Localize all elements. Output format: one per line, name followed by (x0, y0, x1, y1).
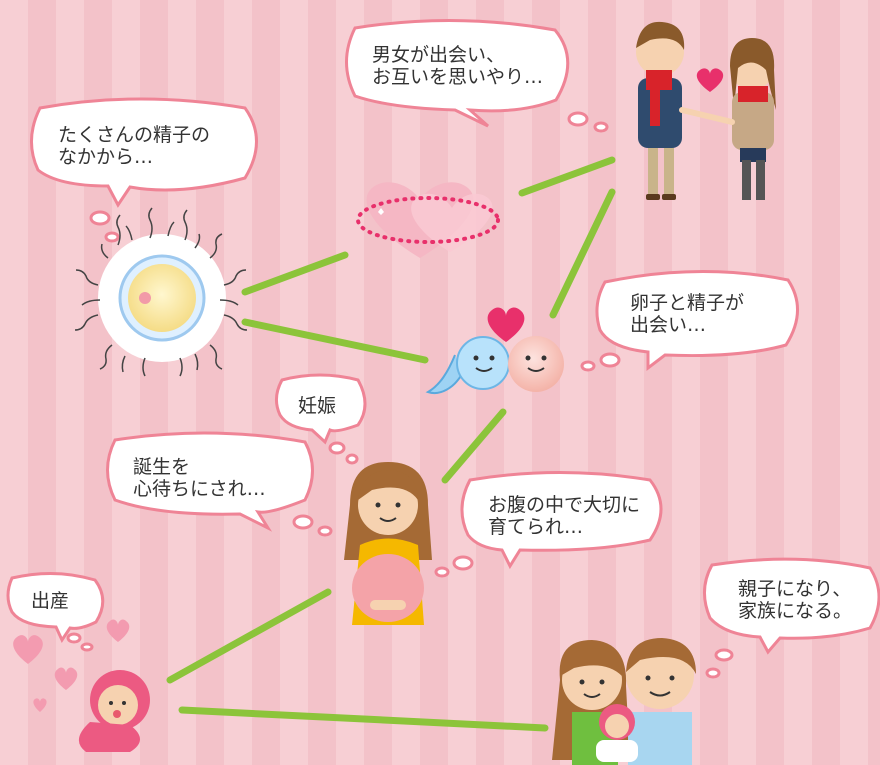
bubble-meet (345, 18, 570, 128)
double-heart-illustration (356, 182, 500, 258)
connector-baby-family (178, 706, 549, 732)
connector-egg-fertilization (241, 318, 429, 364)
bubble-birth (6, 572, 105, 644)
bubble-sperm (29, 97, 258, 208)
heart-icon (487, 307, 525, 342)
connector-fertilization-pregnant (441, 408, 507, 484)
meet-caption: 男女が出会い、 お互いを思いやり… (372, 44, 544, 88)
womb-caption: お腹の中で大切に 育てられ… (488, 494, 641, 538)
sperm-caption: たくさんの精子の なかから… (58, 124, 211, 168)
family-illustration (552, 638, 696, 765)
heart-icon (54, 667, 78, 690)
bubble-egg-meet (595, 270, 799, 372)
bubble-waiting (106, 431, 314, 532)
bubble-family (703, 557, 880, 655)
waiting-caption: 誕生を 心待ちにされ… (133, 456, 266, 500)
heart-icon (106, 619, 130, 642)
connector-lines (166, 156, 616, 732)
egg-meet-caption: 卵子と精子が 出会い… (630, 292, 745, 336)
pregnancy-caption: 妊娠 (298, 395, 337, 417)
connector-pregnant-baby (166, 588, 332, 684)
couple-illustration (636, 21, 776, 200)
bubble-womb (460, 471, 663, 570)
baby-illustration (13, 619, 150, 752)
fertilization-illustration (425, 307, 564, 394)
heart-icon (696, 68, 724, 92)
heart-icon (13, 635, 43, 664)
birth-caption: 出産 (31, 590, 70, 612)
connector-heart-couple (518, 156, 616, 197)
egg-with-sperm-illustration (74, 207, 248, 377)
family-caption: 親子になり、 家族になる。 (738, 578, 853, 622)
pregnant-woman-illustration (344, 462, 432, 625)
thought-bubbles (6, 18, 880, 679)
connector-couple-fertilization (549, 188, 616, 319)
connector-egg-heart (241, 251, 349, 296)
bubble-pregnancy (275, 373, 367, 445)
heart-icon (33, 698, 47, 712)
